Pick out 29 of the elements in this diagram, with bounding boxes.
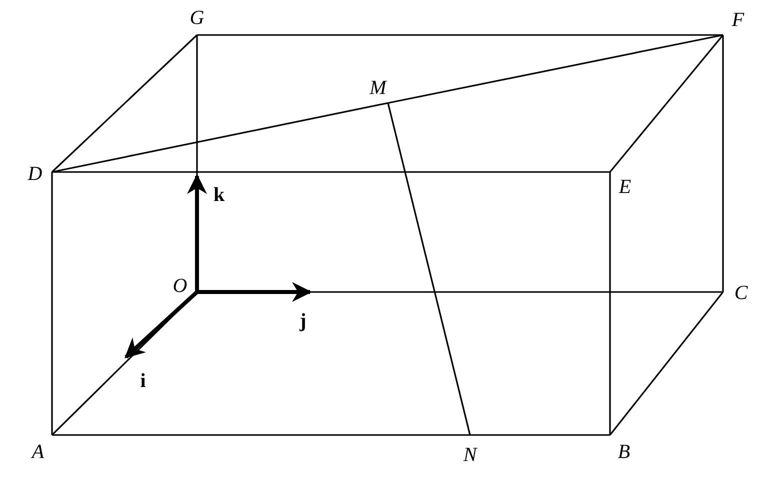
vector-arrow	[124, 290, 198, 358]
line-segment	[722, 35, 724, 292]
point-label: M	[370, 77, 386, 99]
point-label: A	[32, 441, 44, 463]
line-segment	[609, 34, 724, 172]
point-label: G	[190, 7, 204, 29]
point-label: E	[618, 176, 632, 198]
vector-label: k	[213, 184, 225, 206]
point-label: O	[172, 275, 188, 297]
point-label: F	[732, 9, 744, 31]
line-segment	[388, 34, 724, 104]
line-segment	[51, 34, 198, 173]
line-segment	[470, 434, 610, 436]
line-segment	[52, 171, 610, 173]
line-segment	[52, 434, 470, 436]
vector-arrow	[197, 282, 312, 302]
line-segment	[387, 102, 471, 436]
line-segment	[197, 34, 723, 36]
point-label: B	[618, 441, 630, 463]
line-segment	[51, 172, 53, 435]
point-label: C	[734, 282, 748, 304]
line-segment	[52, 102, 388, 173]
point-label: N	[463, 444, 477, 466]
vector-arrow	[187, 174, 207, 292]
line-segment	[609, 292, 724, 436]
line-segment	[609, 172, 611, 435]
vector-label: i	[140, 370, 146, 392]
vector-label: j	[300, 310, 306, 332]
point-label: D	[28, 163, 42, 185]
